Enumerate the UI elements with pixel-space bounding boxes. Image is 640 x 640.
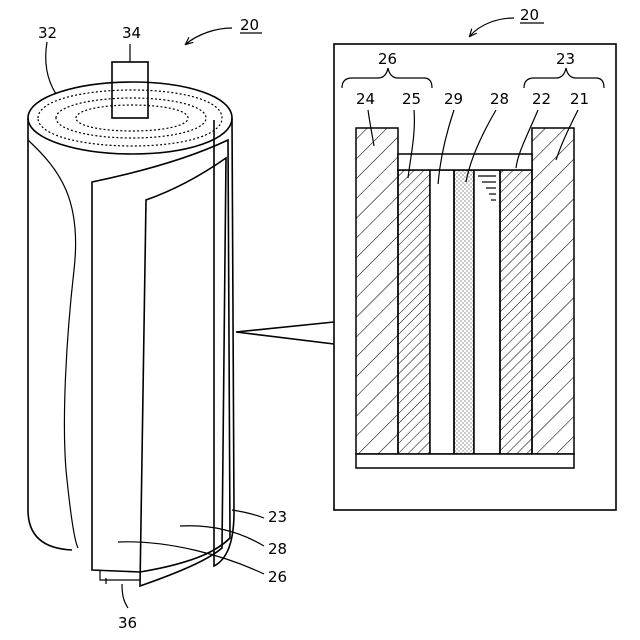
leader-32 xyxy=(46,42,56,94)
winding-edge-curve xyxy=(28,140,78,548)
sheet-26 xyxy=(140,158,226,586)
layer-21 xyxy=(532,128,574,454)
label-20-left: 20 xyxy=(240,16,259,34)
label-36: 36 xyxy=(118,614,137,632)
brace-26 xyxy=(342,68,432,88)
label-23-group: 23 xyxy=(556,50,575,68)
top-seal xyxy=(398,154,532,170)
layer-24 xyxy=(356,128,398,454)
label-29: 29 xyxy=(444,90,463,108)
layer-25 xyxy=(398,170,430,454)
label-28-left: 28 xyxy=(268,540,287,558)
leader-23 xyxy=(232,510,264,518)
sheet-28 xyxy=(92,140,230,572)
label-24: 24 xyxy=(356,90,375,108)
cylinder-body xyxy=(28,118,72,550)
layer-28 xyxy=(454,170,474,454)
label-25: 25 xyxy=(402,90,421,108)
bottom-seal xyxy=(356,454,574,468)
label-23-left: 23 xyxy=(268,508,287,526)
wound-cell-roll xyxy=(28,62,234,586)
label-26-left: 26 xyxy=(268,568,287,586)
zoom-callout xyxy=(236,322,334,344)
leader-36 xyxy=(122,584,128,608)
label-32: 32 xyxy=(38,24,57,42)
layer-29 xyxy=(430,170,454,454)
brace-23 xyxy=(524,68,604,88)
label-22: 22 xyxy=(532,90,551,108)
label-20-right: 20 xyxy=(520,6,539,24)
layer-22 xyxy=(500,170,532,454)
layer-gap xyxy=(474,170,500,454)
label-34: 34 xyxy=(122,24,141,42)
leader-20-right xyxy=(470,18,514,36)
leader-20-left xyxy=(186,28,232,44)
label-26-group: 26 xyxy=(378,50,397,68)
label-21: 21 xyxy=(570,90,589,108)
label-28: 28 xyxy=(490,90,509,108)
